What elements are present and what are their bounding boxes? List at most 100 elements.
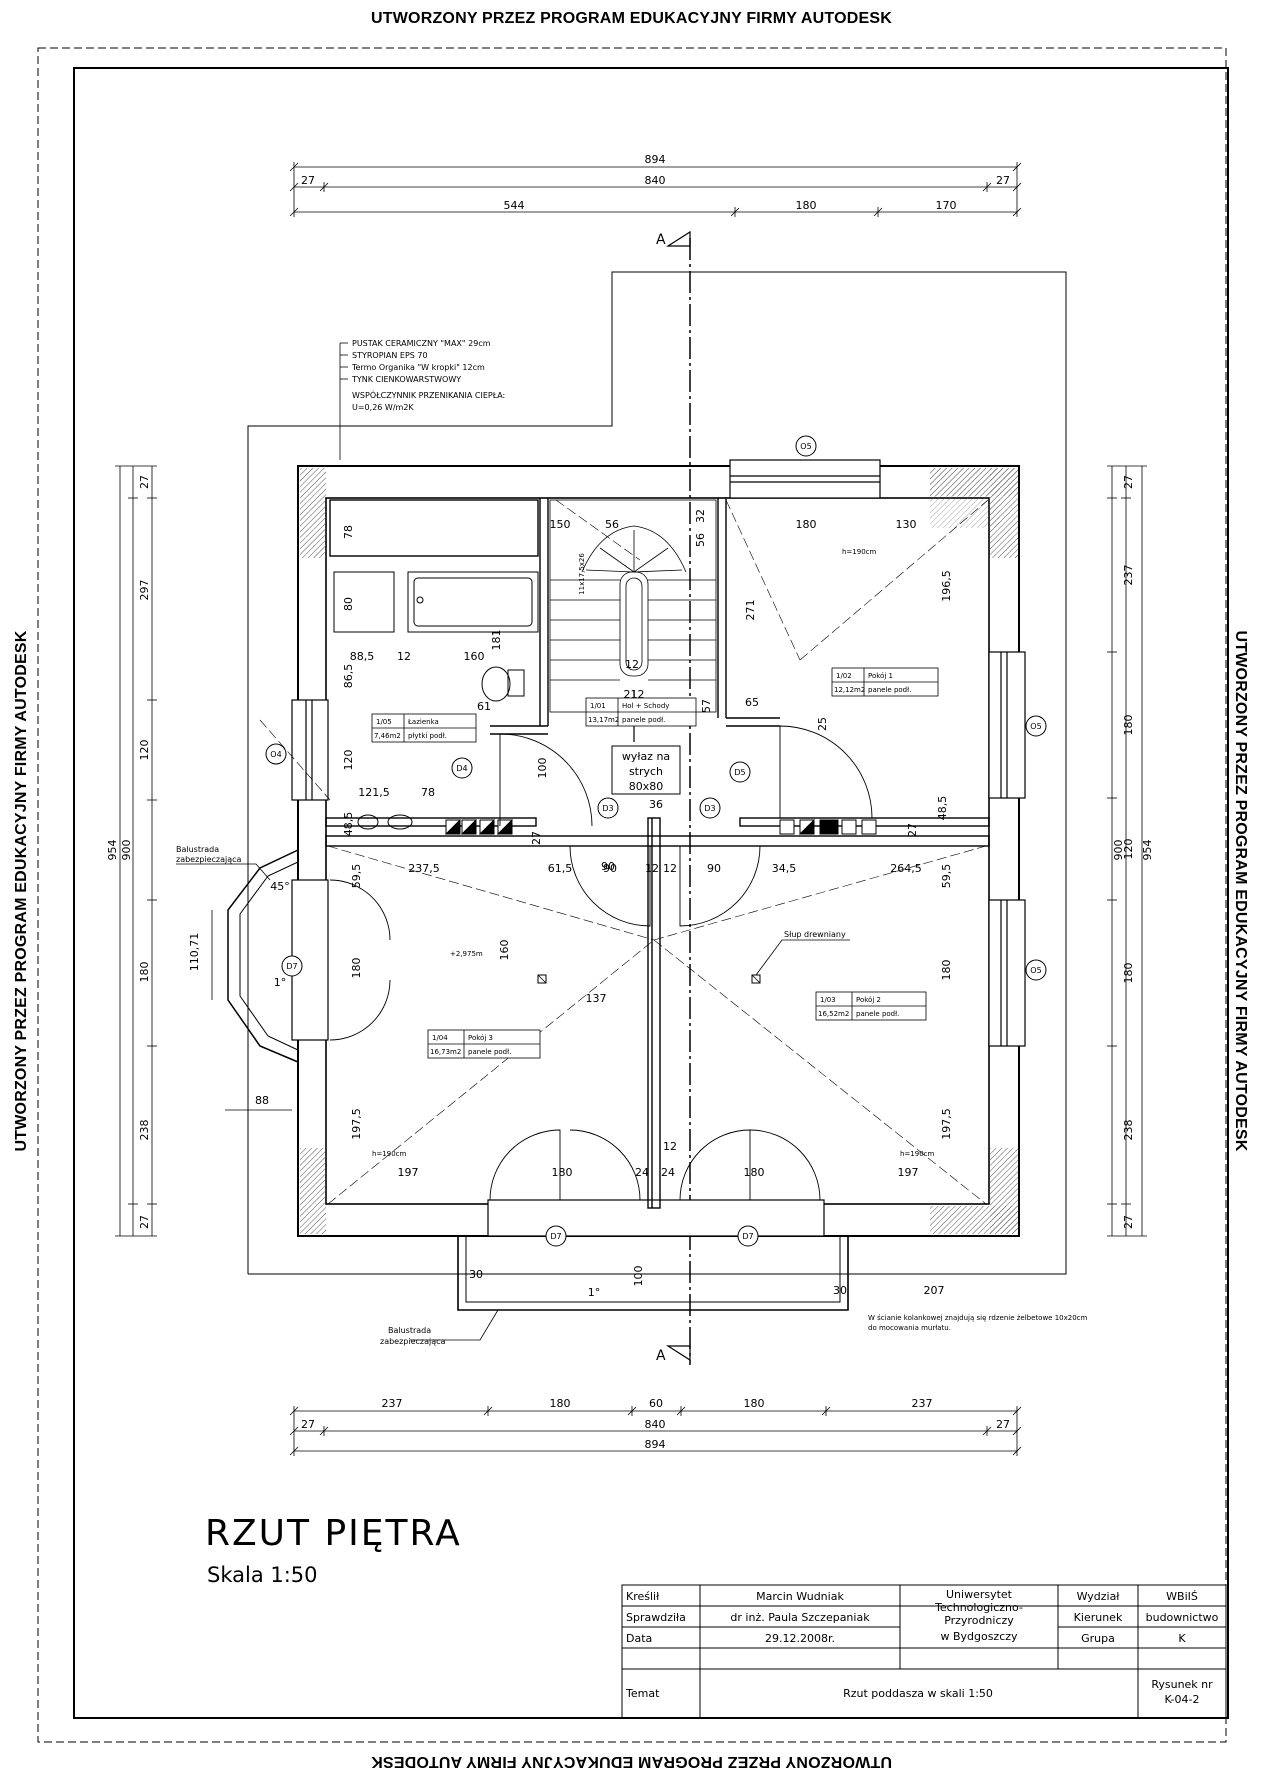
room-1-04-floor: panele podł. <box>468 1048 511 1056</box>
room-1-04-no: 1/04 <box>432 1034 448 1042</box>
bay-leader <box>176 863 271 881</box>
interior-dimension-label: 197 <box>898 1166 919 1179</box>
title-block-grid <box>621 1584 1227 1719</box>
interior-dimension-label: 30 <box>833 1284 847 1297</box>
dim-right-part-5: 238 <box>1122 1120 1135 1141</box>
tb-date-value: 29.12.2008r. <box>765 1632 835 1645</box>
dim-left-part-0: 27 <box>138 475 151 489</box>
tb-university-3: w Bydgoszczy <box>940 1630 1018 1643</box>
interior-dimension-label: 237,5 <box>408 862 440 875</box>
level-room3: h=190cm <box>372 1150 407 1158</box>
interior-dimension-label: 34,5 <box>772 862 797 875</box>
interior-dimension-label: 27 <box>906 823 919 837</box>
roof-outline <box>247 271 1067 1275</box>
dim-bottom-edge-left: 27 <box>301 1418 315 1431</box>
interior-dimension-label: 180 <box>796 518 817 531</box>
interior-dimension-label: 197 <box>398 1166 419 1179</box>
tb-sheet-value: K-04-2 <box>1165 1693 1200 1706</box>
tb-faculty-label: Wydział <box>1077 1590 1121 1603</box>
dim-left-part-2: 120 <box>138 740 151 761</box>
interior-dimension-label: 78 <box>342 525 355 539</box>
dim-right-part-2: 180 <box>1122 715 1135 736</box>
dim-top-part-2: 170 <box>936 199 957 212</box>
interior-dimension-label: 36 <box>649 798 663 811</box>
attic-note-2: 80x80 <box>629 780 664 793</box>
tag-d7-bottom-right: D7 <box>742 1232 753 1241</box>
tb-topic-label: Temat <box>625 1687 660 1700</box>
attic-note-0: wyłaz na <box>622 750 670 763</box>
interior-dimension-label: 61,5 <box>548 862 573 875</box>
interior-dimension-label: 24 <box>635 1166 649 1179</box>
interior-dimension-label: 212 <box>624 688 645 701</box>
tag-o5-top: O5 <box>800 442 811 451</box>
dim-bottom-part-0: 237 <box>382 1397 403 1410</box>
room-1-05-floor: płytki podł. <box>408 732 447 740</box>
interior-dimension-label: 45° <box>270 880 290 893</box>
level-floor: +2,975m <box>450 950 483 958</box>
staircase <box>549 499 717 742</box>
interior-dimension-label: 110,71 <box>188 933 201 972</box>
tb-topic-value: Rzut poddasza w skali 1:50 <box>843 1687 993 1700</box>
tag-o4: O4 <box>270 750 281 759</box>
right-dimensions <box>1107 465 1147 1237</box>
interior-dimension-label: 80 <box>342 597 355 611</box>
room-1-04-area: 16,73m2 <box>430 1048 461 1056</box>
tag-d3-right: D3 <box>704 804 715 813</box>
tb-major-value: budownictwo <box>1146 1611 1219 1624</box>
section-arrow-top <box>665 230 691 247</box>
interior-dimension-label: 12 <box>625 658 639 671</box>
tb-university-1: Technologiczno- <box>934 1601 1023 1614</box>
dim-left-inner: 900 <box>120 840 133 861</box>
interior-dimension-label: 90 <box>707 862 721 875</box>
interior-dimension-label: 25 <box>816 717 829 731</box>
wall-legend-line-1: STYROPIAN EPS 70 <box>352 351 428 360</box>
interior-dimension-label: 59,5 <box>940 864 953 889</box>
roof-ridges <box>259 499 989 1205</box>
element-tag-circles <box>265 435 1047 1247</box>
dim-bottom-total: 894 <box>645 1438 666 1451</box>
balustrade-bay-1: zabezpieczająca <box>176 855 242 864</box>
room-1-02-area: 12,12m2 <box>834 686 865 694</box>
tag-d7-left: D7 <box>286 962 297 971</box>
room-1-02-no: 1/02 <box>836 672 852 680</box>
tb-faculty-value: WBiIŚ <box>1166 1590 1198 1603</box>
interior-dimension-label: 65 <box>745 696 759 709</box>
tag-d7-bottom-left: D7 <box>550 1232 561 1241</box>
interior-dimension-label: 264,5 <box>890 862 922 875</box>
post-note: Słup drewniany <box>784 930 846 939</box>
dim-top-edge-right: 27 <box>996 174 1010 187</box>
interior-dimension-label: 88,5 <box>350 650 375 663</box>
top-dimensions <box>289 162 1022 217</box>
post-left <box>537 974 547 984</box>
drawing-title: RZUT PIĘTRA <box>205 1513 462 1554</box>
room-1-01-area: 13,17m2 <box>588 716 619 724</box>
interior-dimension-label: 160 <box>464 650 485 663</box>
interior-dimension-label: 12 <box>397 650 411 663</box>
interior-dimension-label: 180 <box>350 958 363 979</box>
interior-dimension-label: 59,5 <box>350 864 363 889</box>
interior-dimension-label: 137 <box>586 992 607 1005</box>
dim-right-part-0: 27 <box>1122 475 1135 489</box>
interior-dimension-label: 196,5 <box>940 570 953 602</box>
room-box-1-04 <box>427 1029 541 1059</box>
interior-dimension-label: 271 <box>744 600 757 621</box>
inner-frame <box>73 67 1229 1719</box>
tb-group-label: Grupa <box>1081 1632 1115 1645</box>
room-1-05-name: Łazienka <box>407 718 439 726</box>
interior-dimension-label: 24 <box>661 1166 675 1179</box>
tag-o5-right-lower: O5 <box>1030 966 1041 975</box>
room-box-1-03 <box>815 991 927 1021</box>
dim-top-part-0: 544 <box>504 199 525 212</box>
attic-note-1: strych <box>629 765 663 778</box>
balcony-inner <box>465 1236 841 1303</box>
interior-dimension-label: 100 <box>536 758 549 779</box>
wall-hatch-corners <box>300 468 1018 1234</box>
interior-dimension-label: 27 <box>530 831 543 845</box>
tb-sheet-label: Rysunek nr <box>1151 1678 1213 1691</box>
dim-top-inner: 840 <box>645 174 666 187</box>
dim-top-edge-left: 27 <box>301 174 315 187</box>
interior-dimension-label: 150 <box>550 518 571 531</box>
balustrade-bottom-1: zabezpieczająca <box>380 1337 446 1346</box>
interior-dimension-label: 120 <box>342 750 355 771</box>
